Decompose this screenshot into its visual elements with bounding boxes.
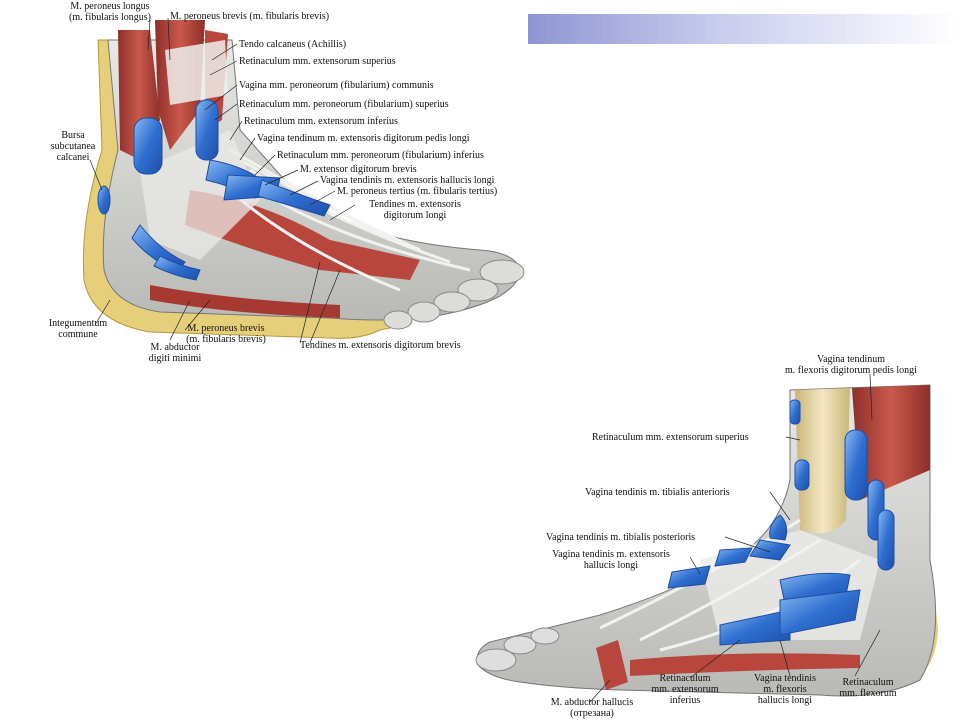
medial-abductor-hallucis-cut	[596, 640, 628, 690]
label-abductor-hallucis: M. abductor hallucis (отрезана)	[550, 697, 634, 719]
label-bursa-subcutanea-calcanei: Bursa subcutanea calcanei	[50, 130, 96, 163]
label-vagina-extensoris-digitorum-longi: Vagina tendinum m. extensoris digitorum …	[257, 133, 470, 144]
label-peroneus-brevis-top: M. peroneus brevis (m. fibularis brevis)	[170, 11, 330, 22]
lateral-leader-lines	[89, 17, 356, 344]
medial-foot-illustration	[475, 373, 938, 703]
label-retinaculum-extensorum-inferius: Retinaculum mm. extensorum inferius	[244, 116, 398, 127]
label-retinaculum-flexorum: Retinaculum mm. flexorum	[839, 677, 897, 699]
label-tendo-calcaneus: Tendo calcaneus (Achillis)	[239, 39, 347, 50]
medial-toes	[475, 627, 560, 672]
label-peroneus-longus: M. peroneus longus (m. fibularis longus)	[69, 1, 151, 23]
lateral-toes	[383, 259, 525, 330]
label-retinaculum-peroneorum-inferius: Retinaculum mm. peroneorum (fibularium) …	[277, 150, 484, 161]
label-vagina-tibialis-anterioris: Vagina tendinis m. tibialis anterioris	[585, 487, 730, 498]
lateral-sole-muscle	[150, 285, 340, 318]
label-extensor-digitorum-brevis: M. extensor digitorum brevis	[300, 164, 417, 175]
label-vagina-flexoris-hallucis: Vagina tendinis m. flexoris hallucis lon…	[754, 673, 816, 706]
medial-leader-lines	[589, 373, 881, 703]
label-vagina-flexoris-digitorum: Vagina tendinum m. flexoris digitorum pe…	[785, 354, 917, 376]
label-retinaculum-extensorum-inferius-medial: Retinaculum mm. extensorum inferius	[651, 673, 719, 706]
title-banner	[528, 14, 958, 44]
label-peroneus-tertius: M. peroneus tertius (m. fibularis tertiu…	[337, 186, 498, 197]
lateral-ligaments	[140, 130, 260, 260]
lateral-foot-illustration	[82, 17, 525, 344]
label-vagina-tibialis-posterioris: Vagina tendinis m. tibialis posterioris	[546, 532, 696, 543]
label-integumentum-commune: Integumentum commune	[48, 318, 108, 340]
bursa-subcutanea-calcanei	[97, 185, 111, 215]
medial-sole-muscle	[630, 653, 860, 676]
label-retinaculum-peroneorum-superius: Retinaculum mm. peroneorum (fibularium) …	[239, 99, 449, 110]
lateral-retinaculum-band	[165, 40, 228, 105]
label-retinaculum-extensorum-superius-medial: Retinaculum mm. extensorum superius	[592, 432, 749, 443]
label-vagina-extensoris-hallucis-medial: Vagina tendinis m. extensoris hallucis l…	[552, 549, 670, 571]
label-vagina-extensoris-hallucis: Vagina tendinis m. extensoris hallucis l…	[320, 175, 495, 186]
medial-tendon-sheaths	[667, 399, 895, 646]
label-tendines-extensoris-brevis: Tendines m. extensoris digitorum brevis	[300, 340, 461, 351]
lateral-tendon-sheaths	[131, 99, 331, 281]
label-peroneus-brevis-bottom: M. peroneus brevis (m. fibularis brevis)	[186, 323, 266, 345]
label-abductor-digiti-minimi: M. abductor digiti minimi	[148, 342, 202, 364]
label-tendines-extensoris-longi: Tendines m. extensoris digitorum longi	[369, 199, 461, 221]
medial-tibia	[795, 388, 850, 534]
label-vagina-peroneorum: Vagina mm. peroneorum (fibularium) commu…	[239, 80, 434, 91]
label-retinaculum-extensorum-superius: Retinaculum mm. extensorum superius	[239, 56, 396, 67]
